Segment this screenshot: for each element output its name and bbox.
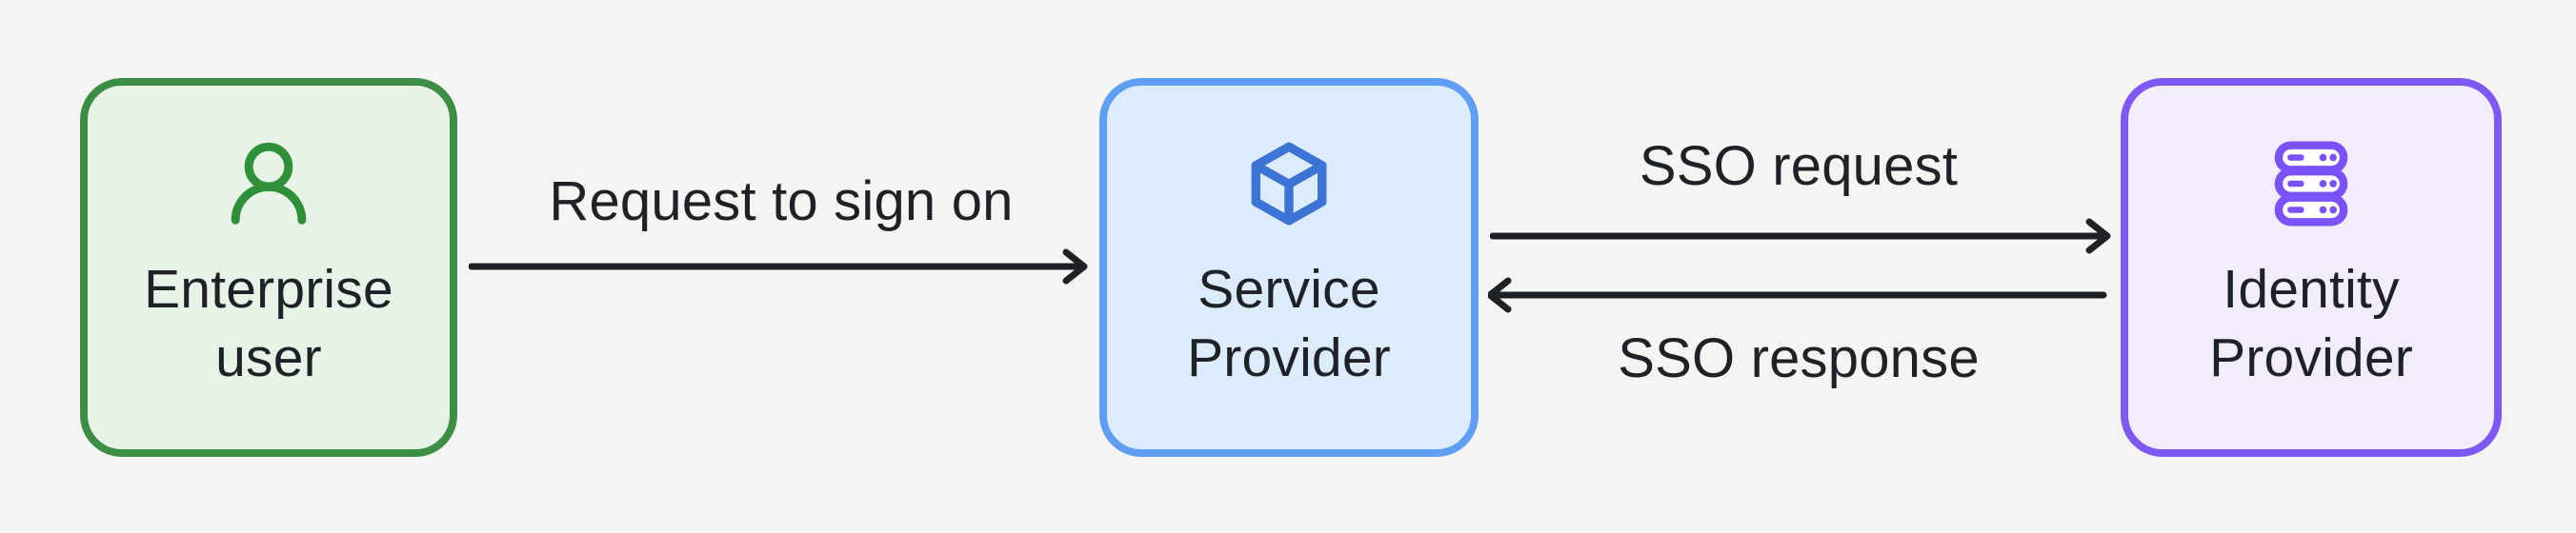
edge-label-request-to-sign-on: Request to sign on (549, 170, 1014, 232)
user-icon (220, 139, 317, 228)
edge-label-sso-request: SSO request (1639, 135, 1959, 197)
node-enterprise-user: Enterprise user (80, 78, 457, 457)
edge-label-sso-response: SSO response (1618, 327, 1980, 389)
cube-icon (1242, 139, 1336, 228)
node-label-identity-provider: Identity Provider (2209, 255, 2413, 392)
node-identity-provider: Identity Provider (2121, 78, 2502, 457)
node-service-provider: Service Provider (1099, 78, 1479, 457)
arrow-request-to-sign-on (469, 243, 1094, 290)
server-icon (2269, 139, 2353, 228)
node-label-line: Identity (2223, 259, 2400, 320)
node-label-line: user (215, 327, 322, 388)
node-label-service-provider: Service Provider (1187, 255, 1391, 392)
arrow-sso-request (1490, 212, 2115, 260)
node-label-line: Provider (2209, 327, 2413, 388)
arrow-sso-response (1488, 271, 2113, 319)
node-label-line: Enterprise (144, 259, 393, 320)
node-label-line: Provider (1187, 327, 1391, 388)
node-label-enterprise-user: Enterprise user (144, 255, 393, 392)
node-label-line: Service (1197, 259, 1380, 320)
